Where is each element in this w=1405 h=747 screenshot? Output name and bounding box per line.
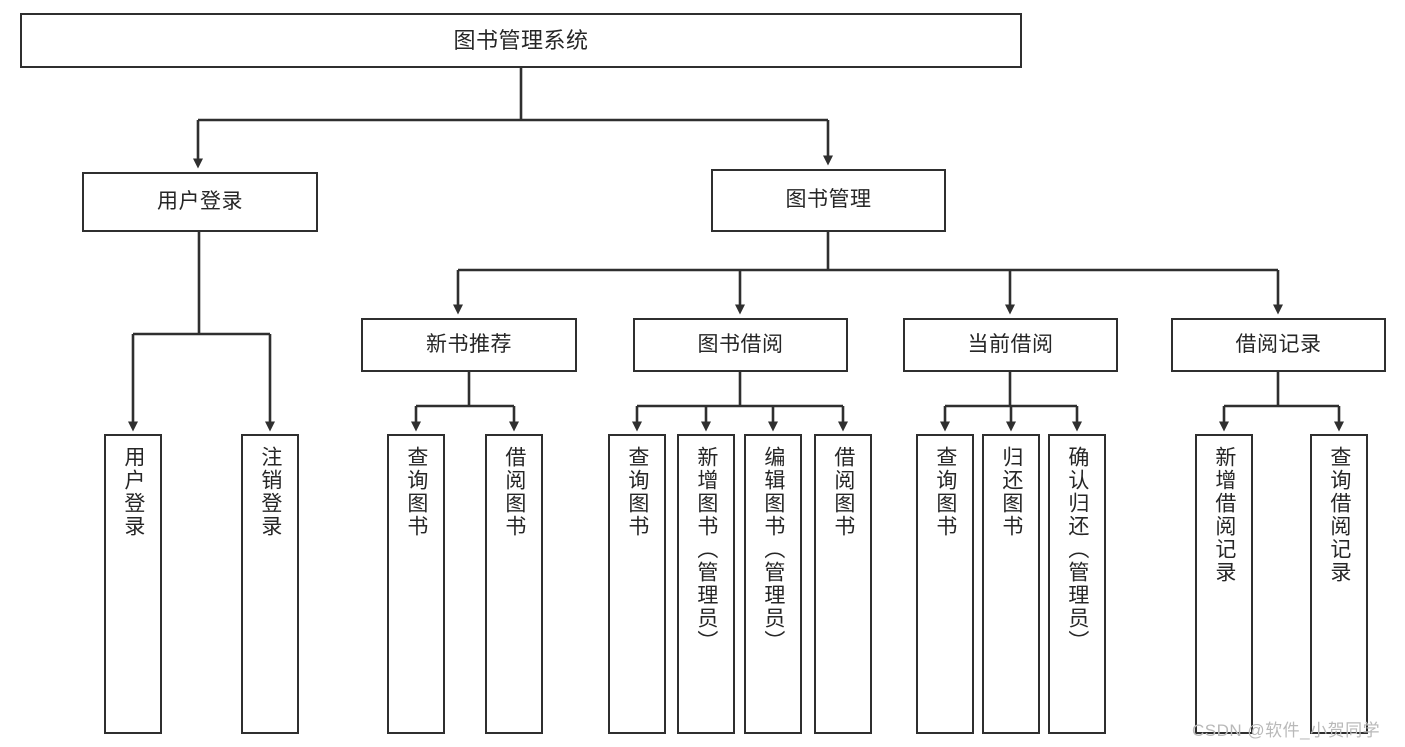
node-root-label: 图书管理系统 (453, 27, 589, 53)
leaf-label: 用户登录 (121, 446, 145, 538)
leaf-label: 编辑图书（管理员） (761, 446, 785, 653)
node-user-login-label: 用户登录 (157, 189, 243, 213)
leaf-current-borrow-confirm-return[interactable]: 确认归还（管理员） (1048, 434, 1106, 734)
csdn-watermark: CSDN @软件_小贺同学 (1192, 716, 1380, 741)
leaf-label: 新增借阅记录 (1212, 446, 1236, 584)
leaf-label: 归还图书 (999, 446, 1023, 538)
leaf-book-borrow-add-book[interactable]: 新增图书（管理员） (677, 434, 735, 734)
leaf-borrow-record-add-record[interactable]: 新增借阅记录 (1195, 434, 1253, 734)
leaf-label: 查询图书 (933, 446, 957, 538)
node-current-borrow[interactable]: 当前借阅 (903, 318, 1118, 372)
leaf-label: 查询图书 (625, 446, 649, 538)
leaf-book-borrow-edit-book[interactable]: 编辑图书（管理员） (744, 434, 802, 734)
leaf-user-login-login[interactable]: 用户登录 (104, 434, 162, 734)
node-current-borrow-label: 当前借阅 (967, 332, 1054, 356)
node-borrow-record-label: 借阅记录 (1235, 332, 1322, 356)
leaf-user-login-logout[interactable]: 注销登录 (241, 434, 299, 734)
leaf-new-book-query-book[interactable]: 查询图书 (387, 434, 445, 734)
leaf-book-borrow-query-book[interactable]: 查询图书 (608, 434, 666, 734)
node-borrow-record[interactable]: 借阅记录 (1171, 318, 1386, 372)
leaf-label: 借阅图书 (502, 446, 526, 538)
leaf-label: 确认归还（管理员） (1065, 446, 1089, 653)
node-book-manage-label: 图书管理 (785, 188, 872, 212)
leaf-label: 借阅图书 (831, 446, 855, 538)
node-book-borrow[interactable]: 图书借阅 (633, 318, 848, 372)
leaf-current-borrow-return-book[interactable]: 归还图书 (982, 434, 1040, 734)
node-new-book-recommend-label: 新书推荐 (426, 332, 512, 356)
leaf-borrow-record-query-record[interactable]: 查询借阅记录 (1310, 434, 1368, 734)
leaf-book-borrow-borrow-book[interactable]: 借阅图书 (814, 434, 872, 734)
node-new-book-recommend[interactable]: 新书推荐 (361, 318, 577, 372)
node-root-library-system[interactable]: 图书管理系统 (20, 13, 1022, 68)
csdn-watermark-text: CSDN @软件_小贺同学 (1192, 721, 1381, 740)
node-book-borrow-label: 图书借阅 (697, 332, 784, 356)
leaf-label: 查询图书 (404, 446, 428, 538)
leaf-label: 查询借阅记录 (1327, 446, 1351, 584)
leaf-current-borrow-query-book[interactable]: 查询图书 (916, 434, 974, 734)
leaf-label: 注销登录 (258, 446, 282, 538)
leaf-new-book-borrow-book[interactable]: 借阅图书 (485, 434, 543, 734)
node-user-login[interactable]: 用户登录 (82, 172, 318, 232)
node-book-manage[interactable]: 图书管理 (711, 169, 946, 232)
leaf-label: 新增图书（管理员） (694, 446, 718, 653)
